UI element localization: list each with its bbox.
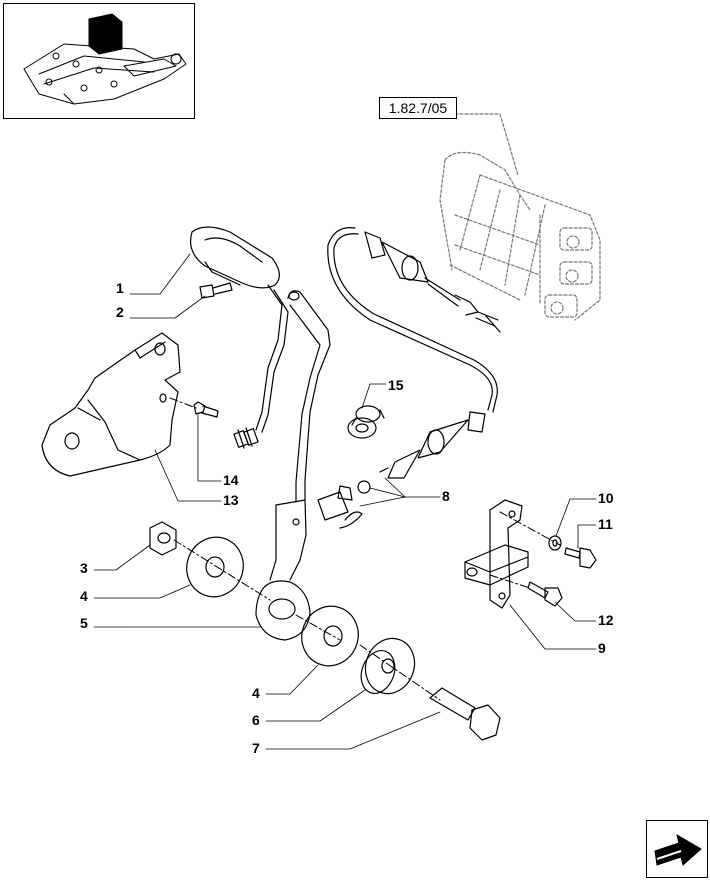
callout-c9: 9 bbox=[598, 640, 606, 656]
callout-c15: 15 bbox=[388, 377, 404, 393]
leader-lines bbox=[93, 253, 597, 750]
callout-c14: 14 bbox=[223, 472, 239, 488]
grommet-15 bbox=[347, 405, 385, 439]
callout-c4a: 4 bbox=[80, 588, 88, 604]
cable-assembly-8 bbox=[317, 227, 501, 529]
screw-11 bbox=[564, 547, 597, 569]
next-page-button[interactable] bbox=[646, 820, 708, 878]
reference-leader-line bbox=[454, 113, 519, 176]
callout-c12: 12 bbox=[598, 612, 614, 628]
assembly-axis-lines bbox=[169, 397, 561, 701]
nut-3 bbox=[149, 521, 177, 556]
reference-label: 1.82.7/05 bbox=[388, 100, 448, 116]
callout-c3: 3 bbox=[80, 560, 88, 576]
callout-c2: 2 bbox=[116, 304, 124, 320]
locator-thumbnail bbox=[3, 3, 195, 119]
lever-5 bbox=[255, 290, 331, 641]
screw-2 bbox=[199, 282, 233, 299]
washer-4-a bbox=[186, 536, 244, 598]
callout-c4b: 4 bbox=[252, 685, 260, 701]
callout-c10: 10 bbox=[598, 490, 614, 506]
screw-12 bbox=[527, 581, 563, 607]
callout-c6: 6 bbox=[252, 712, 260, 728]
tractor-lift-assembly-thumbnail-icon bbox=[23, 13, 187, 105]
washer-10 bbox=[548, 535, 562, 551]
callout-c13: 13 bbox=[223, 492, 239, 508]
bolt-7 bbox=[429, 687, 501, 741]
screw-14 bbox=[193, 401, 219, 418]
bracket-9 bbox=[464, 499, 529, 609]
reference-box: 1.82.7/05 bbox=[379, 97, 457, 119]
valve-block-drawing bbox=[439, 151, 601, 321]
callout-c1: 1 bbox=[116, 280, 124, 296]
cover-13 bbox=[41, 332, 181, 477]
callout-c7: 7 bbox=[252, 740, 260, 756]
bushing-6 bbox=[360, 637, 416, 695]
callout-c8: 8 bbox=[442, 488, 450, 504]
callout-c11: 11 bbox=[598, 516, 613, 532]
knob-1 bbox=[189, 226, 289, 449]
next-page-arrow-icon bbox=[654, 833, 702, 866]
washer-4-b bbox=[301, 605, 359, 667]
callout-c5: 5 bbox=[80, 615, 88, 631]
